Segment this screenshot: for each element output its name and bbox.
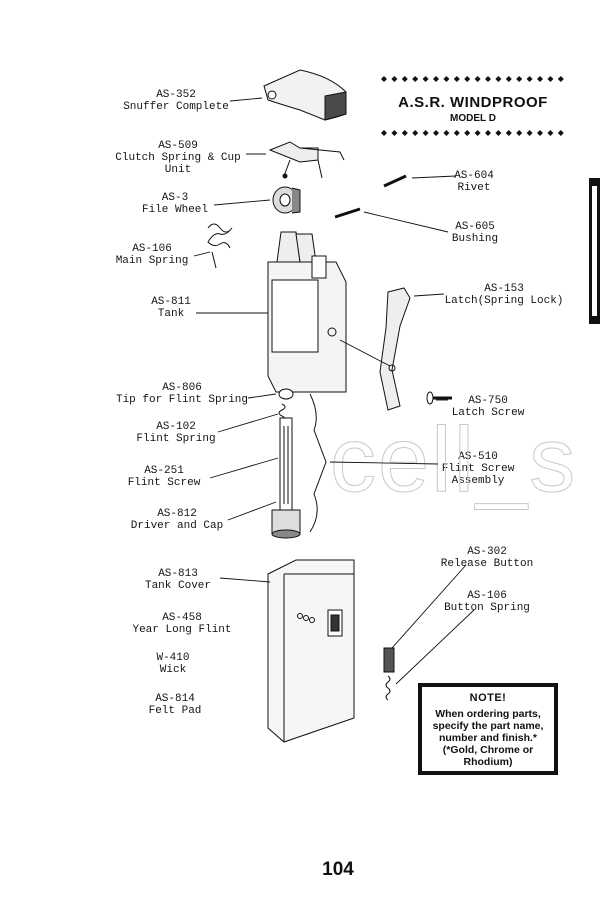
main-spring-drawing bbox=[207, 223, 233, 269]
border-dot bbox=[547, 130, 554, 136]
tank-cover-drawing bbox=[267, 559, 355, 743]
border-dot bbox=[433, 76, 439, 82]
note-title: NOTE! bbox=[469, 692, 507, 704]
file-wheel-drawing bbox=[272, 186, 301, 214]
border-dot bbox=[401, 130, 408, 136]
border-dot bbox=[526, 76, 533, 82]
border-dot bbox=[422, 130, 429, 136]
border-dot bbox=[412, 130, 419, 136]
border-dot bbox=[537, 130, 543, 136]
dot-border-bottom bbox=[381, 130, 564, 136]
border-dot bbox=[516, 130, 523, 136]
border-dot bbox=[485, 76, 491, 82]
border-dot bbox=[505, 76, 512, 82]
model-label: MODEL D bbox=[450, 113, 496, 124]
border-dot bbox=[453, 130, 460, 136]
border-dot bbox=[557, 76, 564, 82]
note-body: When ordering parts, specify the part na… bbox=[432, 708, 544, 768]
border-dot bbox=[401, 76, 408, 82]
clutch-spring-drawing bbox=[268, 141, 345, 179]
border-dot bbox=[557, 130, 564, 136]
title-block: A.S.R. WINDPROOF MODEL D bbox=[380, 76, 566, 138]
flint-assembly-drawing bbox=[271, 388, 327, 539]
border-dot bbox=[495, 130, 502, 136]
border-dot bbox=[433, 130, 439, 136]
border-dot bbox=[422, 76, 429, 82]
border-dot bbox=[505, 130, 512, 136]
page-title: A.S.R. WINDPROOF bbox=[398, 94, 548, 111]
border-dot bbox=[485, 130, 491, 136]
border-dot bbox=[474, 130, 481, 136]
border-dot bbox=[464, 130, 471, 136]
note-box: NOTE! When ordering parts, specify the p… bbox=[418, 683, 558, 775]
dot-border-top bbox=[381, 76, 564, 82]
border-dot bbox=[412, 76, 419, 82]
border-dot bbox=[391, 130, 398, 136]
border-dot bbox=[516, 76, 523, 82]
border-dot bbox=[495, 76, 502, 82]
latch-drawing bbox=[379, 287, 411, 411]
release-button-drawing bbox=[383, 647, 395, 701]
edge-index-tab-inner bbox=[592, 186, 597, 316]
border-dot bbox=[443, 76, 450, 82]
border-dot bbox=[464, 76, 471, 82]
border-dot bbox=[453, 76, 460, 82]
border-dot bbox=[381, 76, 387, 82]
border-dot bbox=[537, 76, 543, 82]
tank-drawing bbox=[267, 231, 347, 393]
page-number: 104 bbox=[322, 859, 354, 880]
leader-lines bbox=[193, 97, 475, 685]
border-dot bbox=[474, 76, 481, 82]
border-dot bbox=[443, 130, 450, 136]
border-dot bbox=[391, 76, 398, 82]
snuffer-drawing bbox=[263, 69, 347, 121]
watermark-text: cell_s bbox=[329, 409, 578, 512]
border-dot bbox=[526, 130, 533, 136]
border-dot bbox=[381, 130, 387, 136]
border-dot bbox=[547, 76, 554, 82]
